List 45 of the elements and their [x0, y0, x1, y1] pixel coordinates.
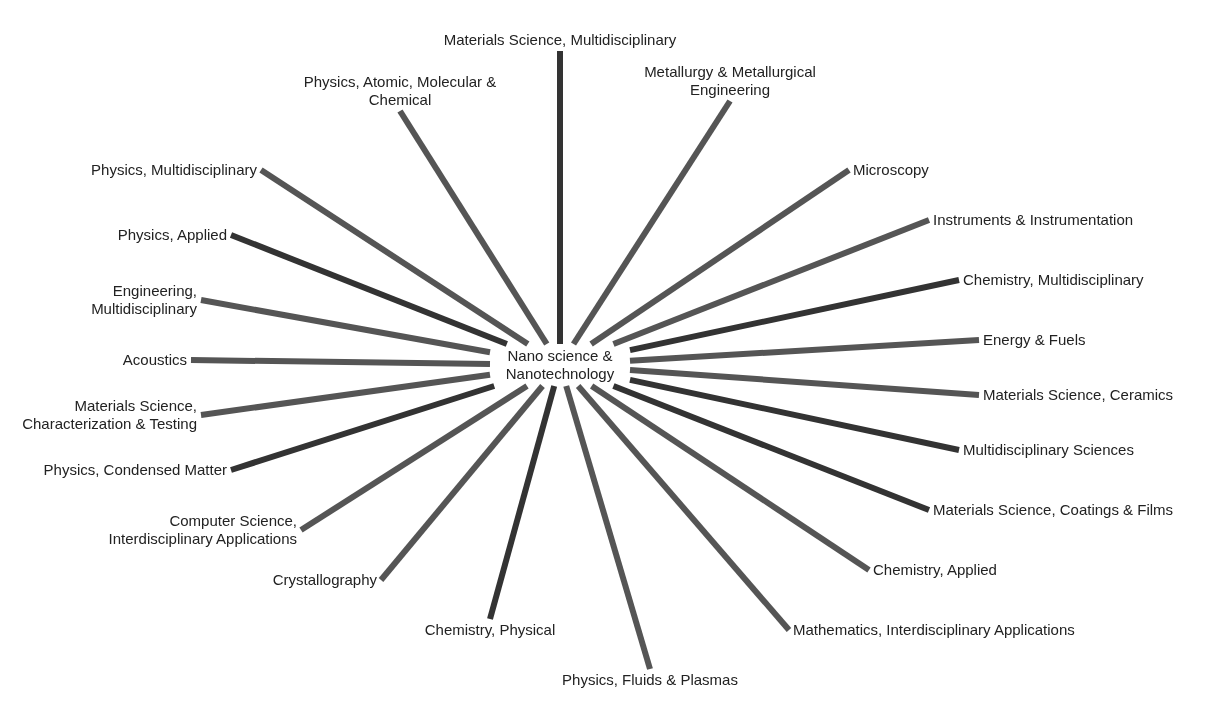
connector-line [563, 385, 653, 670]
connector-line [629, 277, 960, 354]
topic-label: Chemistry, Multidisciplinary [960, 270, 1147, 290]
topic-label: Energy & Fuels [980, 330, 1089, 350]
connector-line [629, 367, 980, 398]
topic-label: Multidisciplinary Sciences [960, 440, 1137, 460]
topic-label: Microscopy [850, 160, 932, 180]
connector-line [589, 167, 851, 347]
topic-label: Materials Science, Ceramics [980, 385, 1177, 405]
connector-line [629, 376, 960, 453]
connector-line [575, 384, 792, 632]
topic-label: Physics, Multidisciplinary [88, 160, 260, 180]
topic-label: Materials Science, Multidisciplinary [440, 30, 680, 50]
connector-line [229, 232, 508, 347]
topic-label: Physics, Fluids & Plasmas [559, 670, 741, 690]
connector-line [230, 383, 496, 473]
connector-line [259, 167, 530, 347]
topic-label: Acoustics [119, 350, 190, 370]
connector-line [590, 383, 871, 573]
connector-line [200, 297, 491, 356]
topic-label: Computer Science, Interdisciplinary Applications [94, 511, 300, 549]
connector-line [557, 51, 563, 344]
topic-label: Crystallography [269, 570, 380, 590]
connector-line [397, 109, 550, 346]
connector-line [629, 337, 980, 364]
topic-label: Nano science & Nanotechnology [492, 346, 628, 384]
connector-line [571, 99, 733, 346]
topic-label: Chemistry, Physical [421, 620, 559, 640]
topic-label: Physics, Condensed Matter [40, 460, 230, 480]
topic-label: Physics, Atomic, Molecular & Chemical [292, 72, 508, 110]
topic-label: Instruments & Instrumentation [930, 210, 1137, 230]
topic-label: Physics, Applied [114, 225, 230, 245]
topic-label: Chemistry, Applied [870, 560, 1000, 580]
connector-line [190, 357, 491, 368]
connector-line [487, 385, 558, 620]
topic-label: Metallurgy & Metallurgical Engineering [622, 62, 838, 100]
connector-line [612, 383, 931, 513]
connector-line [200, 371, 491, 418]
connector-line [299, 383, 529, 533]
topic-label: Engineering, Multidisciplinary [14, 281, 200, 319]
connector-line [378, 384, 545, 582]
topic-label: Mathematics, Interdisciplinary Applications [790, 620, 1078, 640]
connector-line [612, 217, 931, 347]
topic-label: Materials Science, Characterization & Testing [4, 396, 200, 434]
topic-label: Materials Science, Coatings & Films [930, 500, 1177, 520]
